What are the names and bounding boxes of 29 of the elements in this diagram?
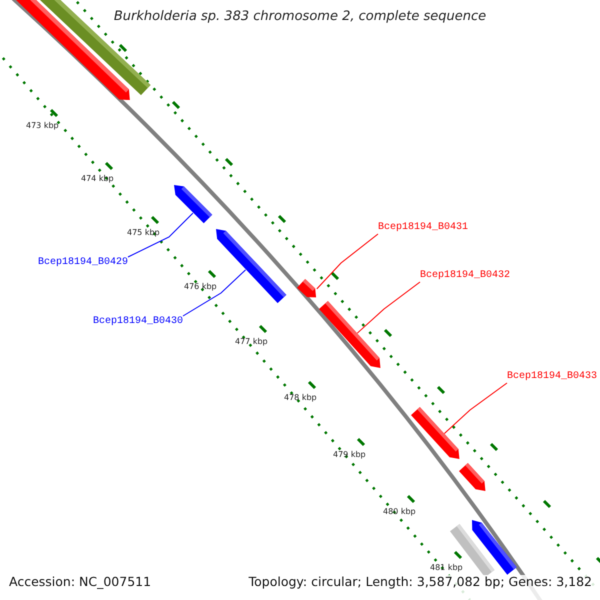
scale-label: 477 kbp: [235, 337, 268, 347]
gene-segment: [296, 278, 316, 297]
gene-label: Bcep18194_B0432: [420, 270, 510, 282]
gene-segment: [458, 462, 485, 491]
scale-label: 476 kbp: [184, 282, 217, 292]
title: Burkholderia sp. 383 chromosome 2, complete sequence: [112, 9, 488, 24]
scale-label: 478 kbp: [284, 393, 317, 403]
gene-segment: [410, 406, 459, 459]
scale-label: 475 kbp: [127, 228, 160, 238]
gene-segment: [216, 229, 286, 304]
gene-segment: [318, 300, 380, 368]
gene-label: Bcep18194_B0429: [38, 257, 128, 269]
leader-line: [182, 269, 246, 316]
scale-label: 481 kbp: [430, 563, 463, 573]
gene-label: Bcep18194_B0430: [93, 316, 184, 328]
accession-text: Accession: NC_007511: [9, 574, 152, 590]
gene-segment: [472, 520, 517, 575]
scale-label: 474 kbp: [81, 174, 114, 184]
scale-label: 479 kbp: [333, 450, 366, 460]
scale-label: 473 kbp: [26, 121, 59, 131]
leader-line: [316, 234, 378, 290]
gene-label: Bcep18194_B0433: [507, 371, 598, 383]
leader-line: [444, 382, 508, 434]
scale-label: 480 kbp: [383, 507, 416, 517]
gene-segment: [174, 185, 212, 224]
gene-label: Bcep18194_B0431: [378, 222, 468, 234]
leader-line: [356, 282, 420, 334]
sequence-info-text: Topology: circular; Length: 3,587,082 bp; Genes: 3,182: [248, 574, 592, 590]
leader-line: [128, 212, 194, 258]
